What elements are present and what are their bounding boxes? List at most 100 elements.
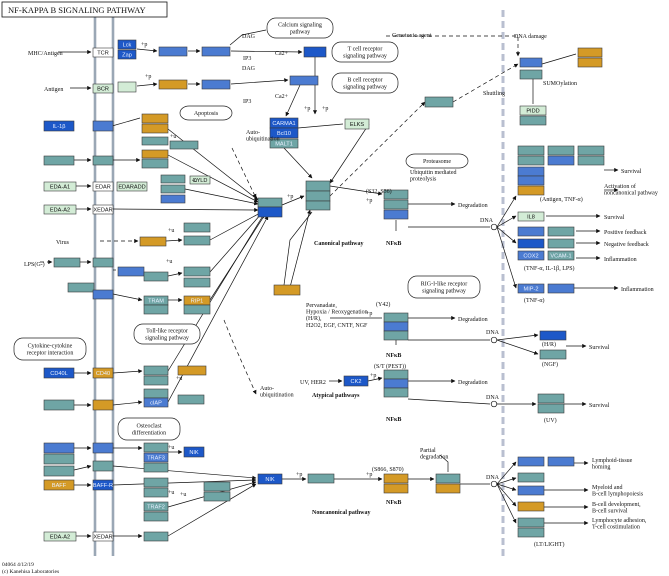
gene-rank[interactable] <box>92 399 114 411</box>
gene-traf3d[interactable] <box>143 477 169 488</box>
gene-hr-target[interactable] <box>539 330 567 341</box>
gene-bcl-xl[interactable] <box>517 145 545 156</box>
gene-ripk1[interactable] <box>141 149 169 159</box>
gene-eda-a1[interactable]: EDA-A1 <box>43 181 77 192</box>
gene-hvem[interactable] <box>92 442 114 454</box>
gene-ikba2[interactable] <box>383 312 409 323</box>
gene-pi3k[interactable] <box>273 284 301 296</box>
gene-il8[interactable]: IL8 <box>517 211 545 222</box>
gene-madcam[interactable] <box>517 527 545 538</box>
gene-tak1a[interactable] <box>160 184 186 194</box>
gene-traf2b[interactable] <box>143 365 169 376</box>
gene-traf3e[interactable] <box>143 511 169 522</box>
gene-eda-a2b[interactable]: EDA-A2 <box>43 531 77 542</box>
gene-tnf-a[interactable] <box>141 113 169 124</box>
gene-ciap[interactable]: cIAP <box>143 397 169 408</box>
gene-tcr[interactable]: TCR <box>92 47 114 58</box>
gene-light[interactable] <box>43 442 75 454</box>
gene-il1b[interactable]: IL-1β <box>43 120 75 132</box>
gene-vcam[interactable]: VCAM-1 <box>547 250 575 261</box>
gene-nfkb2a[interactable] <box>143 487 169 498</box>
gene-nfkb2n[interactable] <box>517 185 545 196</box>
gene-xedar-b[interactable]: XEDAR <box>92 531 114 542</box>
gene-edar[interactable]: EDAR <box>92 181 114 192</box>
gene-uv-t2[interactable] <box>537 403 565 414</box>
gene-relb[interactable] <box>383 483 409 494</box>
gene-xiap[interactable] <box>577 145 605 156</box>
gene-btk[interactable] <box>158 79 188 90</box>
gene-nfkbian[interactable] <box>517 226 545 237</box>
gene-irak4[interactable] <box>183 277 211 288</box>
gene-tnfr1[interactable] <box>141 136 169 146</box>
gene-piasy[interactable] <box>577 47 603 58</box>
gene-uv-t1[interactable] <box>537 393 565 404</box>
gene-edaradd[interactable]: EDARADD <box>116 181 148 192</box>
gene-p65b[interactable] <box>383 321 409 332</box>
gene-relb2[interactable] <box>435 483 461 494</box>
gene-lta[interactable] <box>43 453 75 465</box>
gene-tcr-p1[interactable] <box>158 46 188 57</box>
gene-rankl[interactable] <box>43 399 75 411</box>
gene-ikkb[interactable] <box>305 190 331 202</box>
gene-ikka2[interactable] <box>307 473 335 484</box>
gene-p52[interactable] <box>435 473 461 484</box>
gene-cd40l[interactable]: CD40L <box>43 367 75 379</box>
gene-bcr-a[interactable] <box>117 81 137 93</box>
gene-ltb[interactable] <box>43 465 75 477</box>
gene-rig1[interactable] <box>139 236 167 247</box>
gene-myd88[interactable] <box>117 266 145 277</box>
gene-traf6b[interactable] <box>183 304 211 315</box>
gene-ck2[interactable]: CK2 <box>343 375 369 387</box>
gene-carma1[interactable]: CARMA1 <box>269 117 299 129</box>
gene-cyld[interactable]: CYLD <box>189 175 211 185</box>
gene-cxcl12[interactable] <box>517 472 545 483</box>
gene-tnf-b[interactable] <box>141 123 169 134</box>
gene-ltbr[interactable] <box>92 460 114 472</box>
gene-tradd[interactable] <box>141 158 169 169</box>
gene-ccl19[interactable] <box>517 456 545 467</box>
gene-ikba1[interactable] <box>383 189 409 200</box>
gene-mavs[interactable] <box>183 222 211 233</box>
gene-nfkbib[interactable] <box>547 226 575 237</box>
gene-ciap2[interactable] <box>143 462 169 473</box>
gene-lbp[interactable] <box>53 257 81 268</box>
gene-ikka[interactable] <box>305 180 331 192</box>
gene-pidd[interactable]: PIDD <box>519 105 547 116</box>
gene-raidd[interactable] <box>519 115 547 126</box>
gene-p50[interactable] <box>383 209 409 220</box>
gene-p100[interactable] <box>383 473 409 484</box>
gene-pkc[interactable] <box>303 46 327 58</box>
gene-traf3c[interactable]: TRAF3 <box>143 452 169 463</box>
gene-ciap3[interactable] <box>203 491 231 502</box>
gene-tak1[interactable] <box>257 197 283 208</box>
gene-tlr4[interactable] <box>67 282 95 293</box>
gene-nik[interactable]: NIK <box>257 473 283 485</box>
gene-nik2[interactable]: NIK <box>183 446 205 458</box>
gene-lck[interactable]: Lck <box>117 39 137 50</box>
gene-tab[interactable] <box>160 194 186 204</box>
gene-baffr[interactable]: BAFF-R <box>92 479 114 491</box>
gene-traf1[interactable] <box>177 394 205 405</box>
gene-ikba3[interactable] <box>383 369 409 380</box>
gene-nemo[interactable] <box>424 96 454 108</box>
gene-xedar[interactable]: XEDAR <box>92 204 114 215</box>
gene-ikkg[interactable] <box>519 69 543 80</box>
gene-ciap1n[interactable] <box>547 145 575 156</box>
gene-cd40b[interactable] <box>203 481 231 492</box>
gene-tab2[interactable] <box>257 206 283 218</box>
gene-traf3a[interactable] <box>183 235 211 246</box>
gene-mip2[interactable]: MIP-2 <box>517 283 545 294</box>
gene-traf2c[interactable] <box>143 442 169 453</box>
gene-tcr-p2[interactable] <box>201 46 231 57</box>
gene-bcr[interactable]: BCR <box>92 83 114 94</box>
gene-tram[interactable]: TRAM <box>143 295 169 306</box>
gene-nemo-n[interactable] <box>519 57 543 68</box>
gene-ccl21[interactable] <box>547 456 575 467</box>
gene-cyldn[interactable] <box>547 238 575 249</box>
gene-ubc9[interactable] <box>577 57 603 68</box>
gene-traf6c[interactable] <box>143 388 169 399</box>
